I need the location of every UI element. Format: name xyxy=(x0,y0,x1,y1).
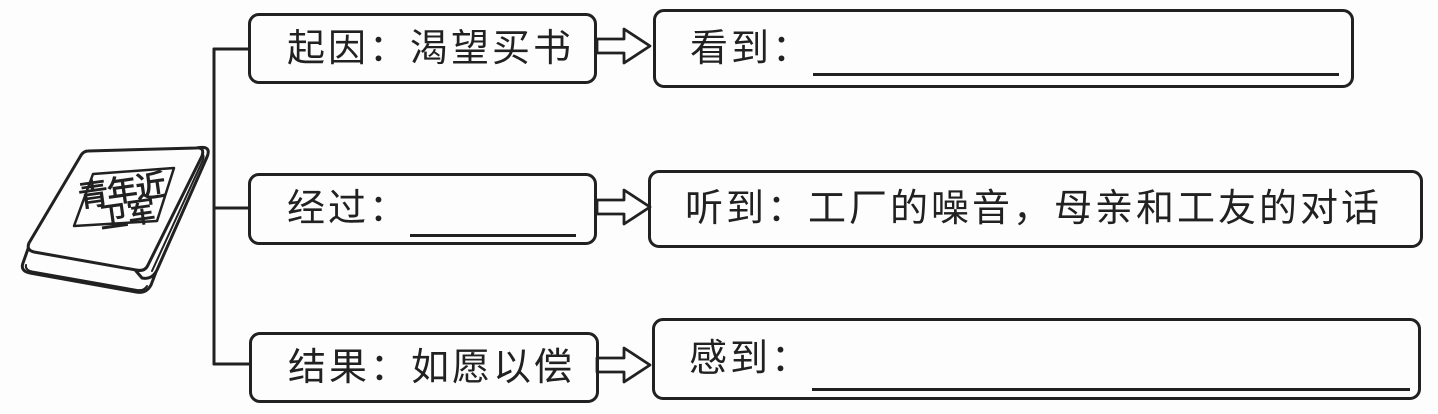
book-title-line2: 卫军 xyxy=(98,196,158,234)
book-front-cover xyxy=(26,146,205,272)
cause-label: 起因：渴望买书 xyxy=(287,27,575,70)
heard-box: 听到：工厂的噪音，母亲和工友的对话 xyxy=(648,170,1423,248)
cause-box: 起因：渴望买书 xyxy=(248,13,597,84)
felt-box: 感到： xyxy=(652,318,1421,400)
block-arrows xyxy=(595,27,652,384)
block-arrow-row3-icon xyxy=(595,346,652,384)
book-pages xyxy=(20,244,158,294)
block-arrow-row1-icon xyxy=(595,27,652,65)
seen-label: 看到： xyxy=(690,27,814,70)
seen-box: 看到： xyxy=(653,9,1354,88)
block-arrow-row2-icon xyxy=(595,188,652,226)
process-label: 经过： xyxy=(287,188,411,230)
seen-answer-blank[interactable] xyxy=(813,73,1339,76)
heard-label: 听到：工厂的噪音，母亲和工友的对话 xyxy=(685,188,1383,230)
process-answer-blank[interactable] xyxy=(410,233,576,237)
result-label: 结果：如愿以偿 xyxy=(288,346,576,389)
process-box: 经过： xyxy=(248,173,597,245)
felt-answer-blank[interactable] xyxy=(812,387,1410,391)
book-page-edge-line xyxy=(24,264,148,292)
bracket-connector xyxy=(212,47,252,366)
book-illustration: 青年近 卫军 xyxy=(20,145,210,294)
felt-label: 感到： xyxy=(689,338,813,380)
result-box: 结果：如愿以偿 xyxy=(249,332,599,403)
book-title-frame xyxy=(72,166,176,228)
